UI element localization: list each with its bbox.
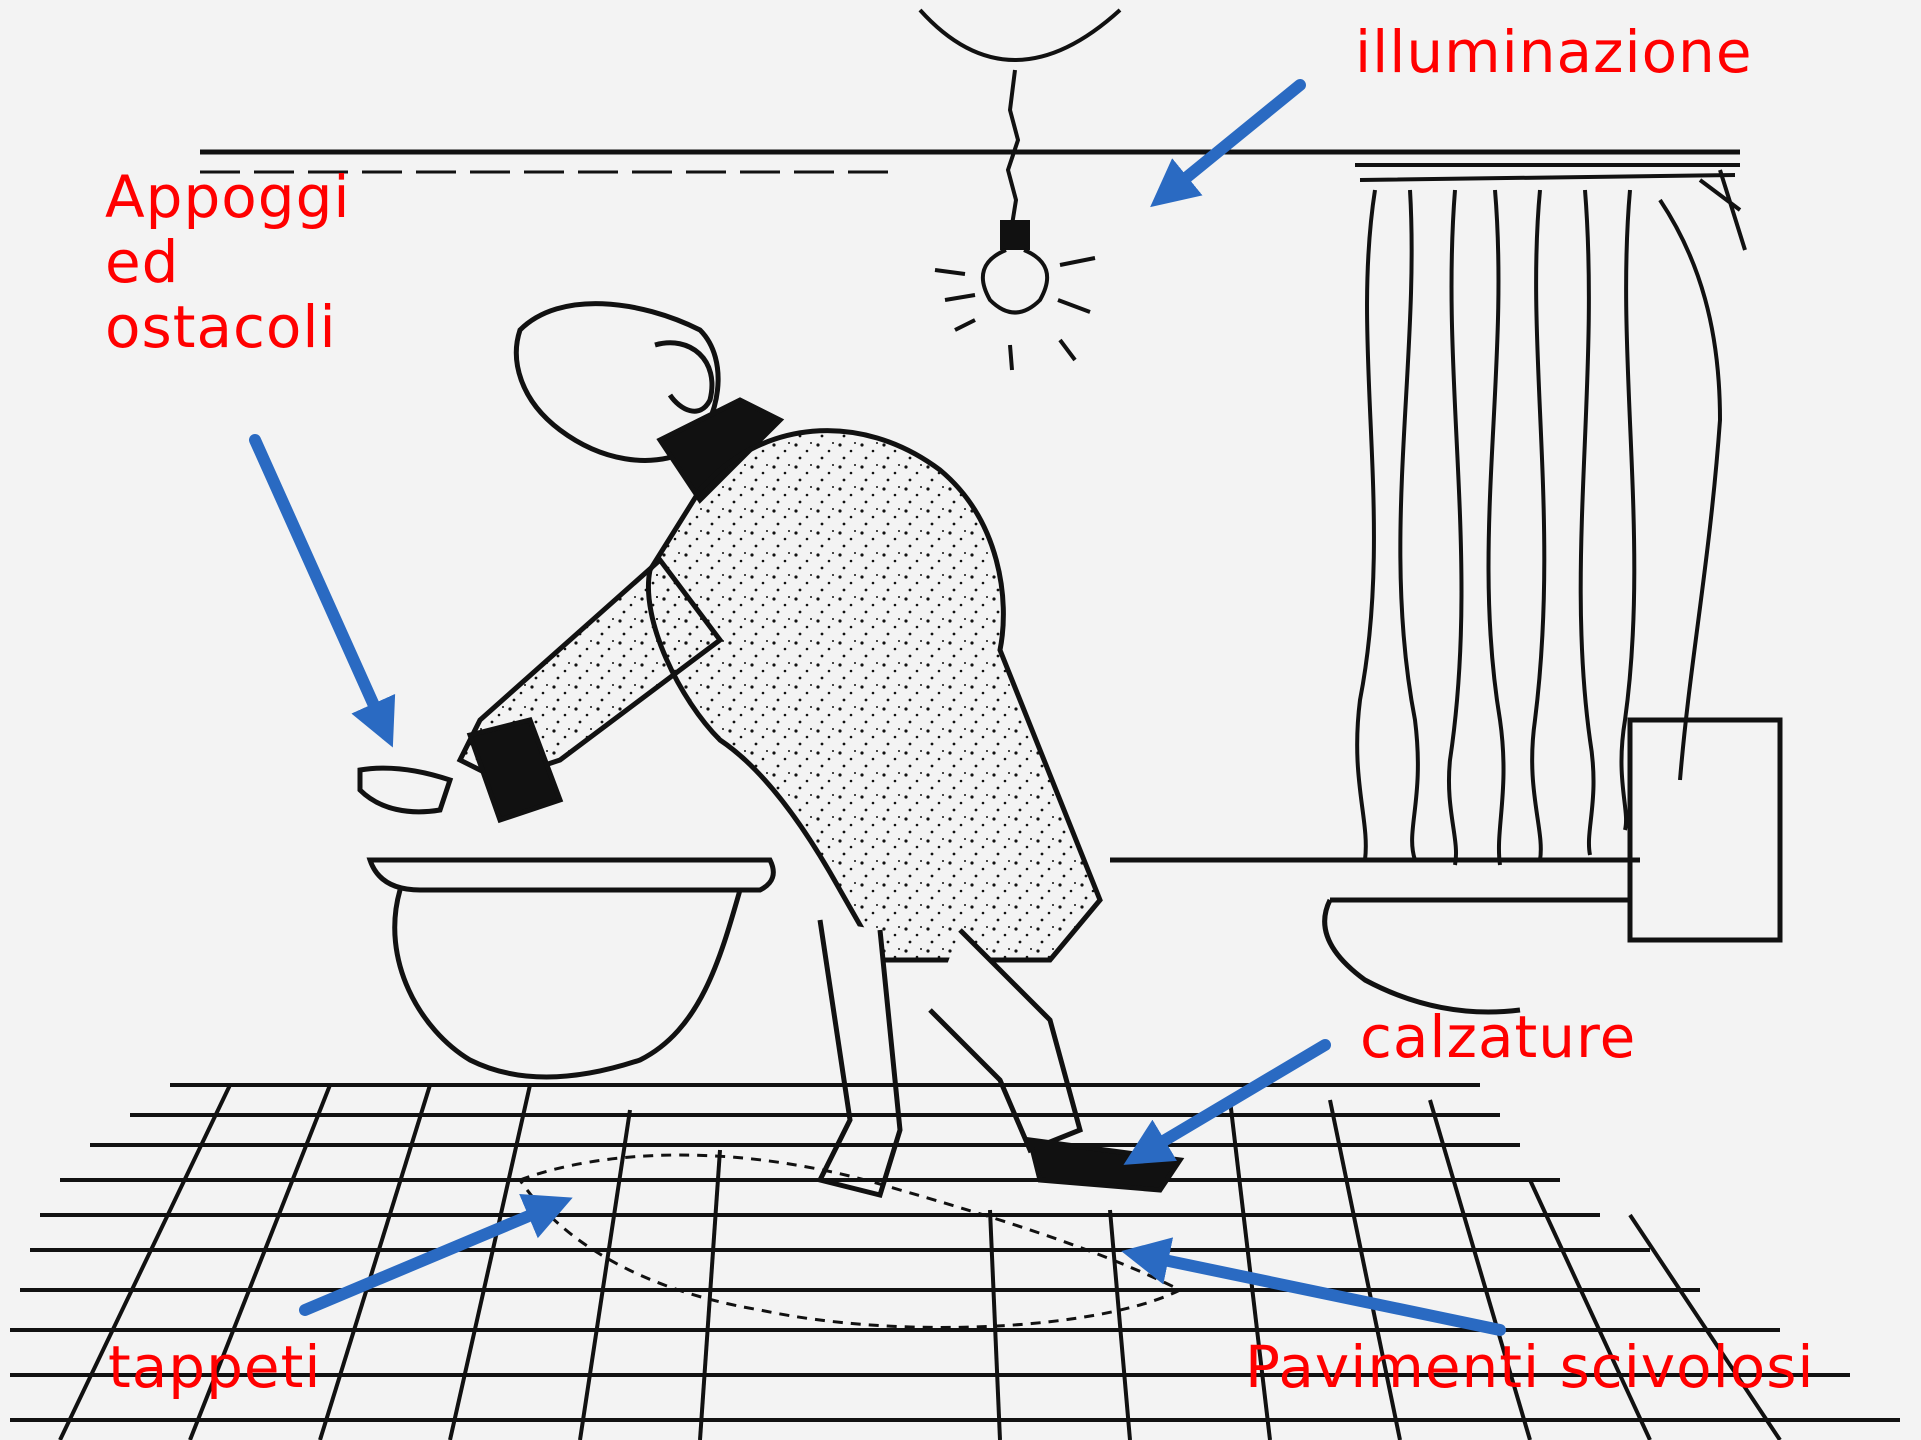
label-pavimenti-text: Pavimenti scivolosi <box>1245 1335 1815 1400</box>
label-appoggi-line3: ostacoli <box>105 295 351 360</box>
label-pavimenti-scivolosi: Pavimenti scivolosi <box>1245 1335 1815 1400</box>
label-illuminazione: illuminazione <box>1355 20 1753 85</box>
shower-curtain <box>1355 165 1745 865</box>
label-appoggi-line1: Appoggi <box>105 165 351 230</box>
label-appoggi-ed-ostacoli: Appoggi ed ostacoli <box>105 165 351 360</box>
arrow-appoggi <box>255 440 385 730</box>
arrow-tappeti <box>305 1205 555 1310</box>
label-tappeti: tappeti <box>108 1335 321 1400</box>
sink-basin <box>370 860 773 1077</box>
label-appoggi-line2: ed <box>105 230 351 295</box>
arrow-pavimenti <box>1140 1255 1500 1330</box>
label-illuminazione-text: illuminazione <box>1355 20 1753 85</box>
woman-figure <box>360 304 1180 1195</box>
label-calzature-text: calzature <box>1360 1005 1636 1070</box>
arrow-illuminazione <box>1165 85 1300 195</box>
label-tappeti-text: tappeti <box>108 1335 321 1400</box>
label-calzature: calzature <box>1360 1005 1636 1070</box>
ceiling-lamp <box>920 10 1120 370</box>
arrow-calzature <box>1140 1045 1325 1155</box>
wall-rail <box>200 152 1740 172</box>
